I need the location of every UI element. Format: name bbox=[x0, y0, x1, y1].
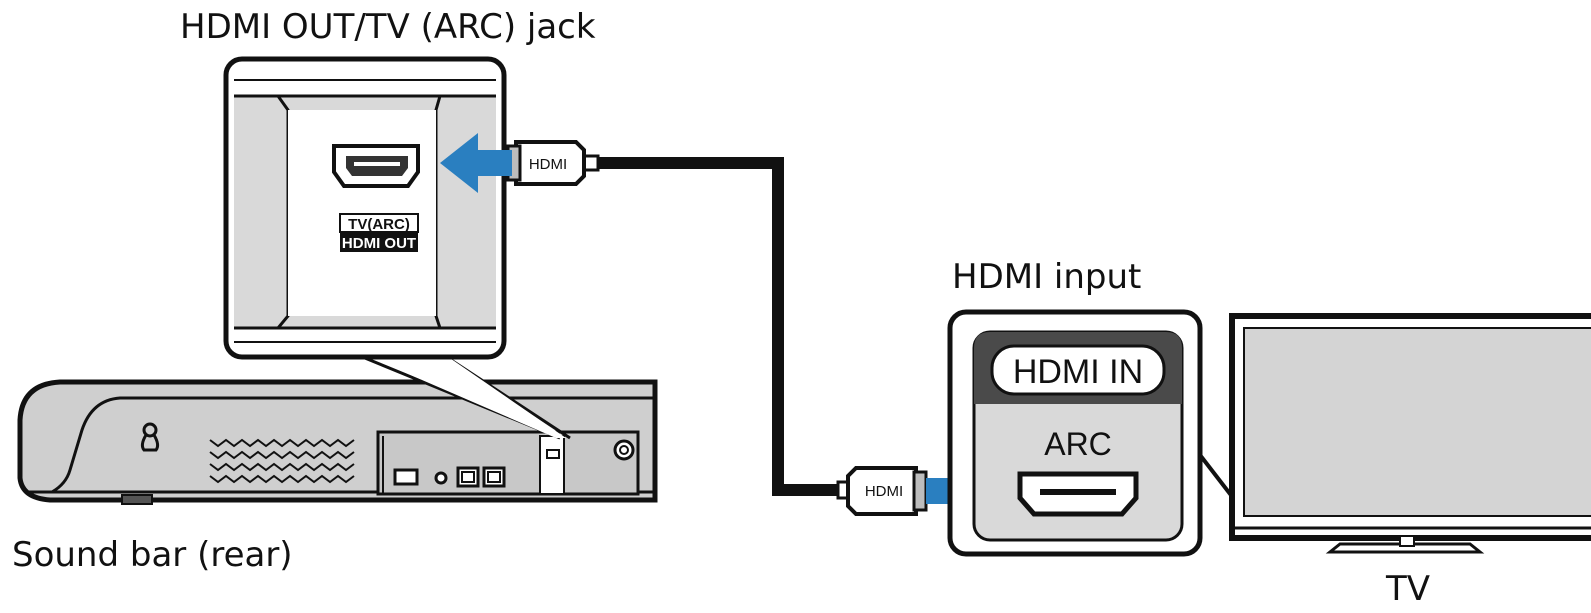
soundbar-caption: Sound bar (rear) bbox=[12, 535, 293, 575]
jack-label-tv-arc: TV(ARC) bbox=[348, 216, 410, 233]
hdmi-plug-bottom: HDMI bbox=[836, 466, 928, 516]
keyhole-icon bbox=[140, 422, 160, 452]
jack-zoom-callout: TV(ARC) HDMI OUT bbox=[223, 56, 571, 440]
arc-label: ARC bbox=[1044, 426, 1112, 462]
hdmi-port-icon bbox=[1017, 471, 1139, 517]
tv bbox=[1229, 313, 1591, 554]
plug-top-label: HDMI bbox=[529, 156, 567, 173]
usb-port-icon bbox=[393, 468, 419, 486]
hdmi-input-title: HDMI input bbox=[952, 257, 1141, 297]
hdmi-plug-top: HDMI bbox=[506, 140, 600, 186]
hdmi-in-header: HDMI IN bbox=[1013, 353, 1143, 391]
tv-hdmi-input-panel: HDMI IN ARC bbox=[947, 309, 1246, 557]
vent-grille bbox=[209, 438, 355, 484]
arrow-left-icon bbox=[440, 133, 512, 193]
jack-title: HDMI OUT/TV (ARC) jack bbox=[180, 7, 596, 47]
hdmi-port-icon bbox=[332, 144, 420, 188]
tv-caption: TV bbox=[1385, 569, 1430, 609]
plug-bottom-label: HDMI bbox=[865, 483, 903, 500]
sound-bar bbox=[17, 379, 658, 505]
jack-label-hdmi-out: HDMI OUT bbox=[342, 235, 416, 252]
